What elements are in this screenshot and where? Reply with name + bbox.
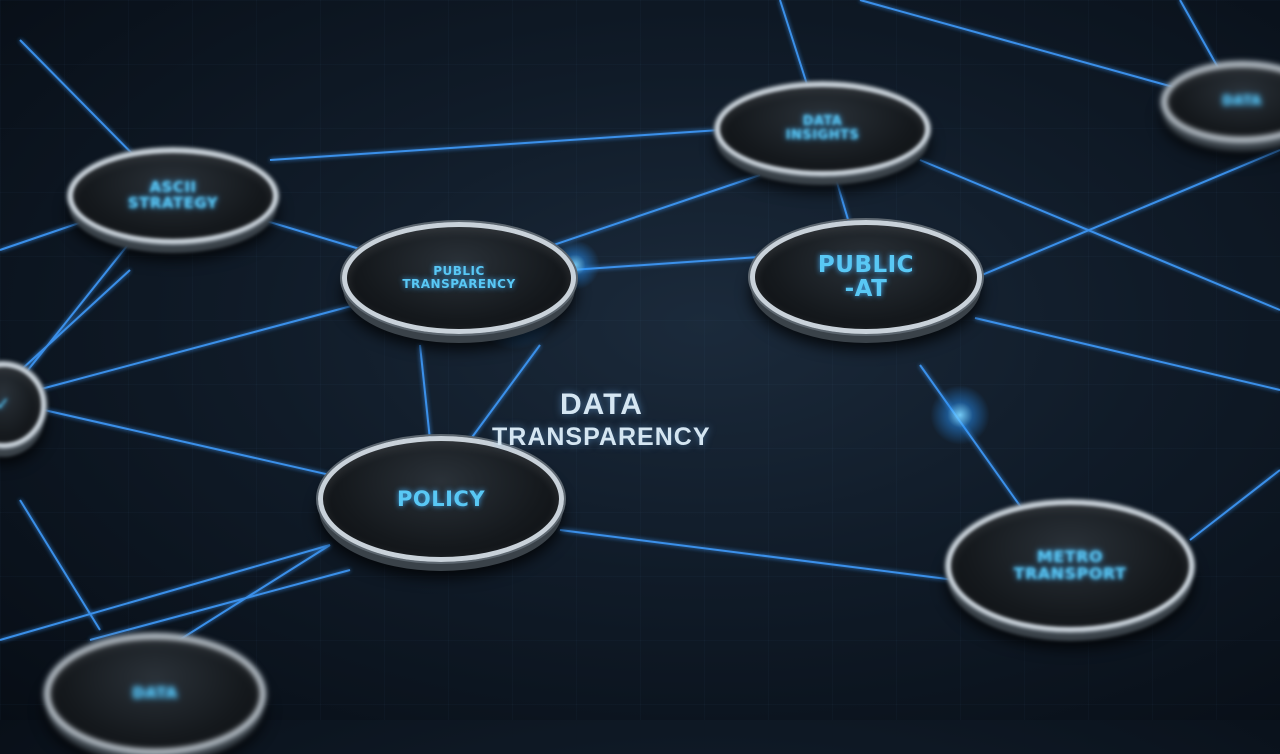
node-label: ASCII STRATEGY (127, 178, 219, 212)
node-bottom-left: DATA (45, 634, 265, 754)
node-label: METRO TRANSPORT (1013, 547, 1127, 583)
node-label: PUBLIC -AT (817, 251, 915, 302)
node-label: DATA INSIGHTS (785, 114, 860, 143)
node-center-left: PUBLIC TRANSPARENCY (342, 222, 576, 334)
node-top-center: DATA INSIGHTS (715, 82, 930, 176)
headline-line1: DATA (560, 388, 643, 421)
node-label: DATA (1222, 94, 1262, 110)
node-label: POLICY (396, 486, 486, 511)
node-bottom-right: METRO TRANSPORT (946, 500, 1194, 632)
node-top-left: ASCII STRATEGY (68, 148, 278, 244)
node-label: PUBLIC TRANSPARENCY (402, 264, 516, 291)
node-label: DATA (132, 684, 178, 703)
node-policy: POLICY (318, 436, 564, 562)
node-top-right: DATA (1162, 62, 1280, 142)
headline-line2: TRANSPARENCY (492, 423, 711, 451)
node-public-dat: PUBLIC -AT (750, 220, 982, 334)
check-icon: ✓ (0, 393, 11, 415)
